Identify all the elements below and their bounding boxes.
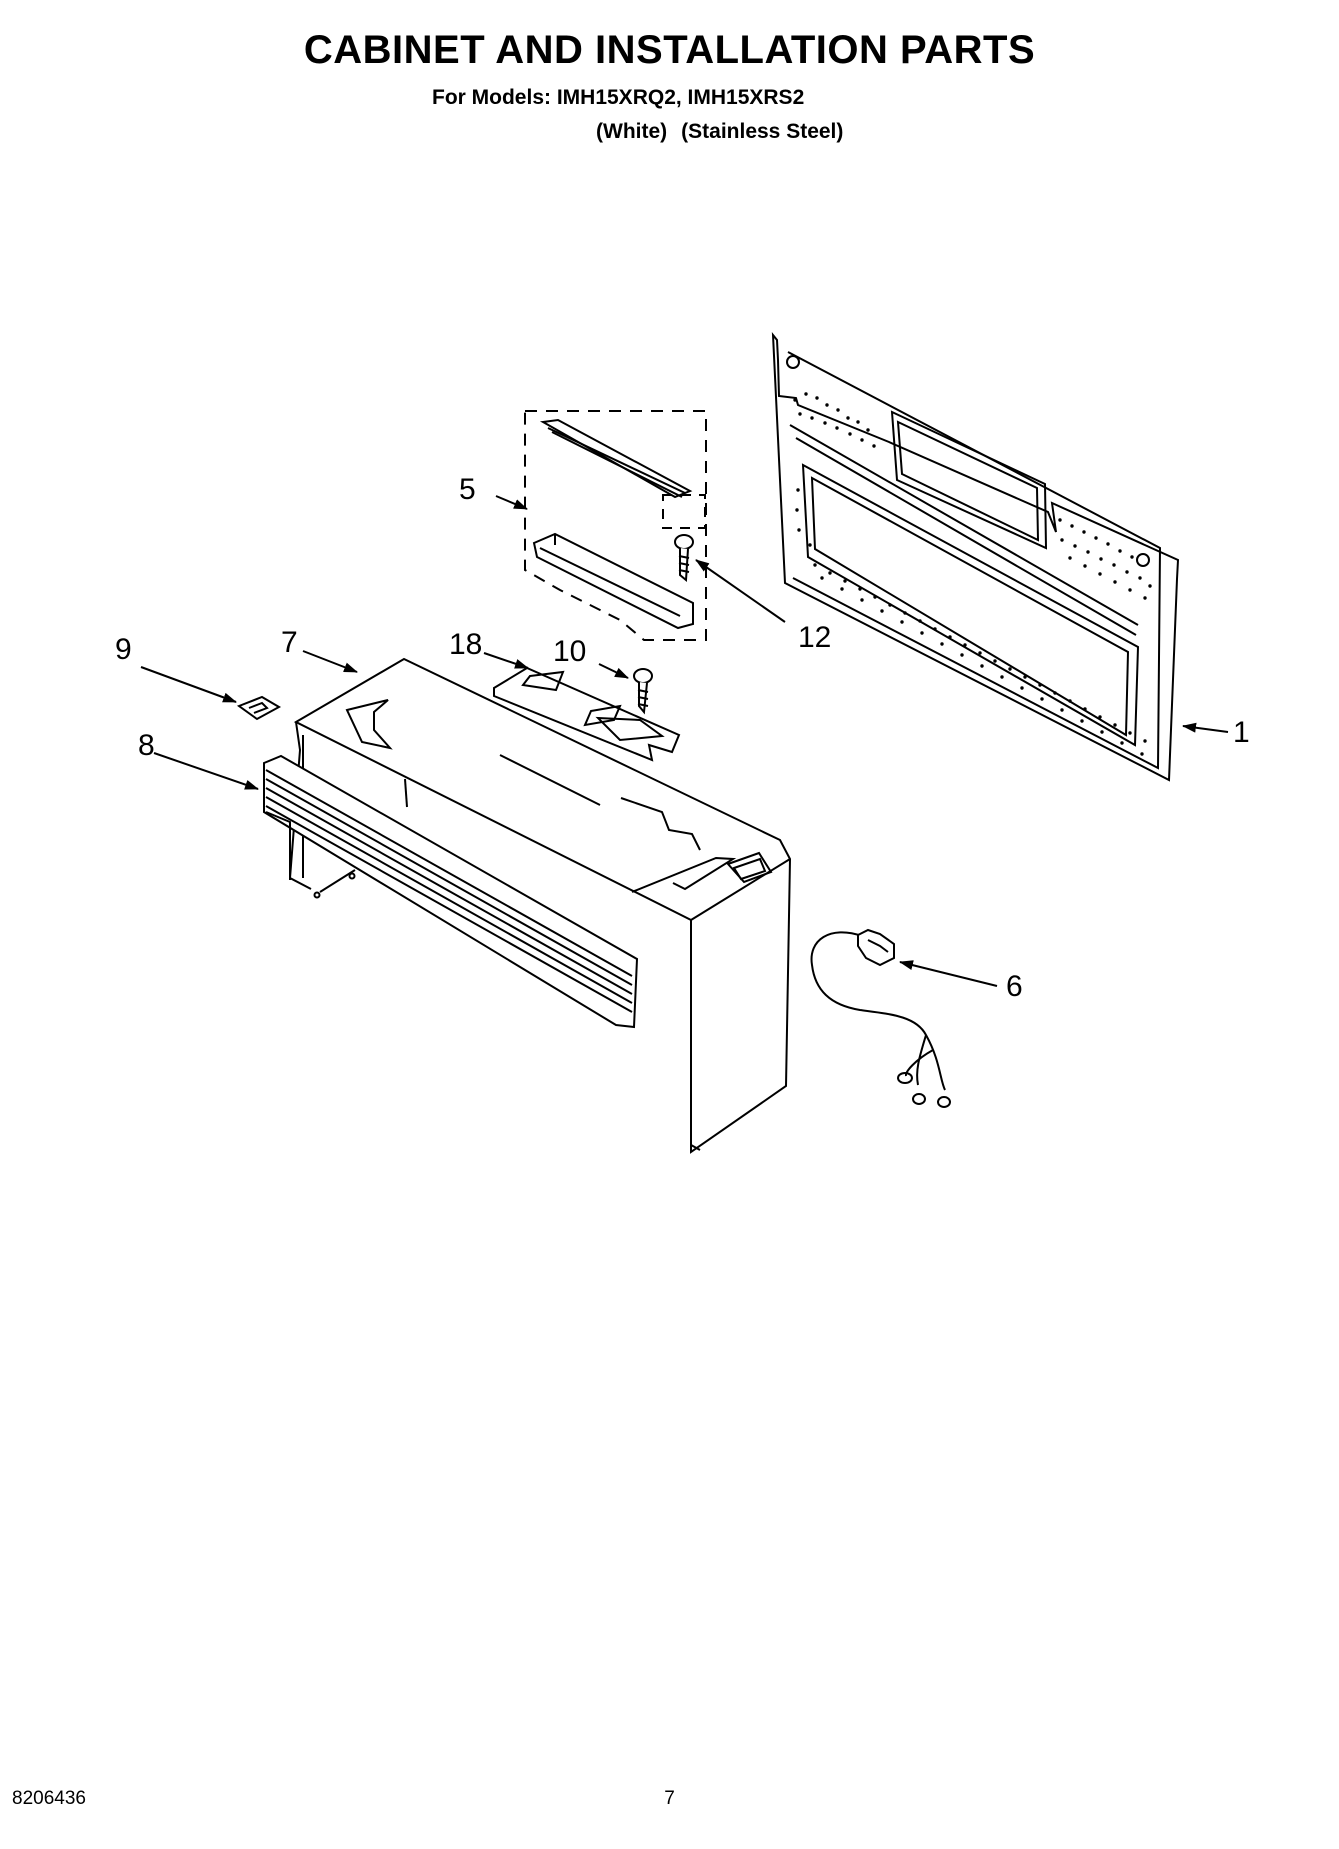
callout-9: 9: [115, 633, 132, 666]
mounting-plate-part-1: [771, 331, 1180, 782]
callout-1: 1: [1233, 716, 1250, 749]
grille-part-8: [263, 754, 639, 1029]
screw-part-10: [633, 668, 653, 715]
models-line: For Models: IMH15XRQ2, IMH15XRS2: [432, 86, 805, 109]
callout-6: 6: [1006, 970, 1023, 1003]
bracket-plate-part-18: [493, 666, 681, 762]
callout-7: 7: [281, 626, 298, 659]
document-number: 8206436: [12, 1788, 86, 1809]
variant-stainless: (Stainless Steel): [681, 120, 844, 143]
callout-10: 10: [553, 635, 586, 668]
callout-12: 12: [798, 621, 831, 654]
variant-white: (White): [596, 120, 668, 143]
clip-part-9: [236, 695, 282, 721]
page-title: CABINET AND INSTALLATION PARTS: [303, 28, 1036, 72]
vent-rail-part-5: [524, 410, 707, 641]
power-cord-part-6: [810, 928, 951, 1108]
screw-part-12: [674, 534, 694, 583]
callout-8: 8: [138, 729, 155, 762]
variants-line: (White) (Stainless Steel): [596, 120, 857, 144]
page-number: 7: [664, 1788, 675, 1809]
callout-labels: 1 5 6 7 8 9 10 12 18: [115, 473, 1250, 1003]
callout-5: 5: [459, 473, 476, 506]
leader-arrows: [140, 495, 1229, 987]
callout-18: 18: [449, 628, 482, 661]
